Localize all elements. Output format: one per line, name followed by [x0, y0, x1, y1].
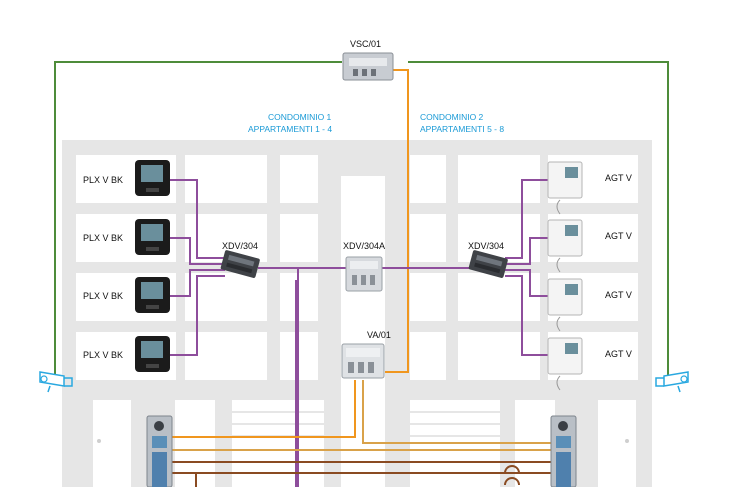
- right-handset-3: [547, 278, 583, 332]
- left-monitor-1: [135, 160, 170, 196]
- camera-left-cctv-camera-icon: [39, 371, 73, 393]
- xdv-center-module: [345, 256, 383, 292]
- right-unit-label-3: AGT V: [605, 290, 632, 300]
- left-unit-label-3: PLX V BK: [83, 291, 123, 301]
- purple-wires: [170, 179, 548, 487]
- vsc-label: VSC/01: [350, 39, 381, 49]
- va-module: [341, 343, 385, 379]
- left-monitor-3: [135, 277, 170, 313]
- bottom-bus-wires: [160, 380, 555, 487]
- xdv-right-module: [468, 250, 508, 278]
- vsc-module: [342, 52, 394, 81]
- orange-wire: [385, 69, 409, 373]
- right-handset-2: [547, 219, 583, 273]
- left-monitor-4: [135, 336, 170, 372]
- xdv-center-label: XDV/304A: [343, 241, 385, 251]
- right-unit-label-4: AGT V: [605, 349, 632, 359]
- xdv-left-module: [220, 250, 260, 278]
- right-unit-label-2: AGT V: [605, 231, 632, 241]
- left-unit-label-4: PLX V BK: [83, 350, 123, 360]
- left-unit-label-1: PLX V BK: [83, 175, 123, 185]
- left-unit-label-2: PLX V BK: [83, 233, 123, 243]
- camera-right-cctv-camera-icon: [655, 371, 689, 393]
- xdv-right-label: XDV/304: [468, 241, 504, 251]
- condo2-label-line2: APPARTAMENTI 5 - 8: [420, 124, 504, 134]
- door-panel-left-door-entry-panel-icon: [146, 415, 173, 487]
- wall-dot-left: [97, 439, 101, 443]
- right-handset-1: [547, 161, 583, 215]
- condo2-label-line1: CONDOMINIO 2: [420, 112, 484, 122]
- green-bus-wire-right: [408, 61, 669, 375]
- condo1-label-line2: APPARTAMENTI 1 - 4: [248, 124, 332, 134]
- va-label: VA/01: [367, 330, 391, 340]
- right-unit-label-1: AGT V: [605, 173, 632, 183]
- green-bus-wire: [54, 61, 342, 375]
- left-monitor-2: [135, 219, 170, 255]
- door-panel-right-door-entry-panel-icon: [550, 415, 577, 487]
- condo1-label-line1: CONDOMINIO 1: [268, 112, 332, 122]
- xdv-left-label: XDV/304: [222, 241, 258, 251]
- building-right: [396, 140, 652, 487]
- right-handset-4: [547, 337, 583, 391]
- building-center: [330, 140, 396, 487]
- wall-dot-right: [625, 439, 629, 443]
